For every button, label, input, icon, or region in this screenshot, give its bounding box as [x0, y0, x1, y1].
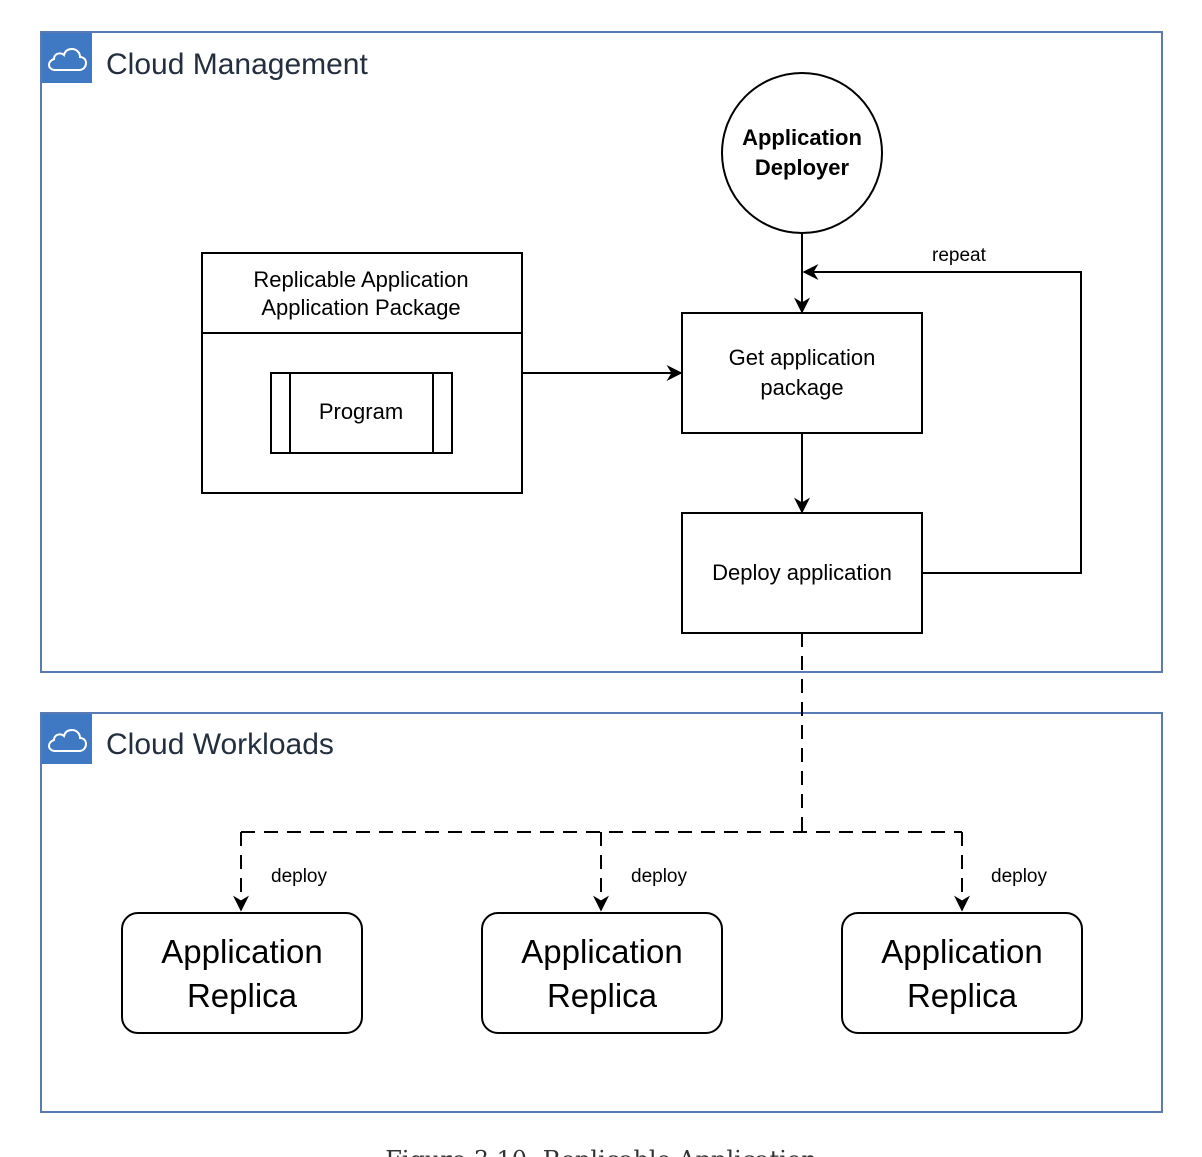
node-label-line: Application — [521, 933, 682, 970]
node-label-line: Application — [742, 125, 862, 150]
node-label-line: package — [760, 375, 843, 400]
edge-label-deploy: deploy — [631, 866, 687, 887]
node-label-line: Application — [881, 933, 1042, 970]
edge-label-deploy: deploy — [991, 866, 1047, 887]
node-label: Deploy application — [712, 560, 892, 585]
application-replica-node: Application Replica — [841, 912, 1083, 1034]
figure-caption: Figure 3.10: Replicable Application — [385, 1146, 817, 1157]
cloud-management-frame — [40, 31, 1163, 673]
node-label-line: Deployer — [755, 155, 850, 180]
node-label-line: Replica — [907, 977, 1018, 1014]
node-label: Program — [319, 399, 403, 424]
cloud-workloads-frame — [40, 712, 1163, 1113]
group-title: Cloud Workloads — [106, 728, 334, 761]
program-node: Program — [270, 372, 453, 454]
node-label-line: Get application — [729, 345, 876, 370]
edge-repeat-loop — [802, 264, 1082, 574]
node-label-line: Application Package — [261, 295, 460, 320]
edge-label-deploy: deploy — [271, 866, 327, 887]
node-label-line: Replica — [547, 977, 658, 1014]
cloud-management-group: Cloud Management — [40, 31, 1163, 673]
group-title: Cloud Management — [106, 48, 368, 81]
cloud-icon — [42, 33, 92, 83]
node-label-line: Replica — [187, 977, 298, 1014]
edge-label-repeat: repeat — [932, 245, 987, 266]
deploy-dashed-edges — [233, 633, 970, 912]
node-label-line: Application — [161, 933, 322, 970]
application-replica-node: Application Replica — [481, 912, 723, 1034]
application-replica-node: Application Replica — [121, 912, 363, 1034]
application-deployer-node: Application Deployer — [721, 72, 883, 234]
cloud-icon — [42, 714, 92, 764]
node-label-line: Replicable Application — [253, 267, 468, 292]
deploy-application-node: Deploy application — [681, 512, 923, 634]
cloud-workloads-group: Cloud Workloads — [40, 712, 1163, 1113]
get-package-node: Get application package — [681, 312, 923, 434]
